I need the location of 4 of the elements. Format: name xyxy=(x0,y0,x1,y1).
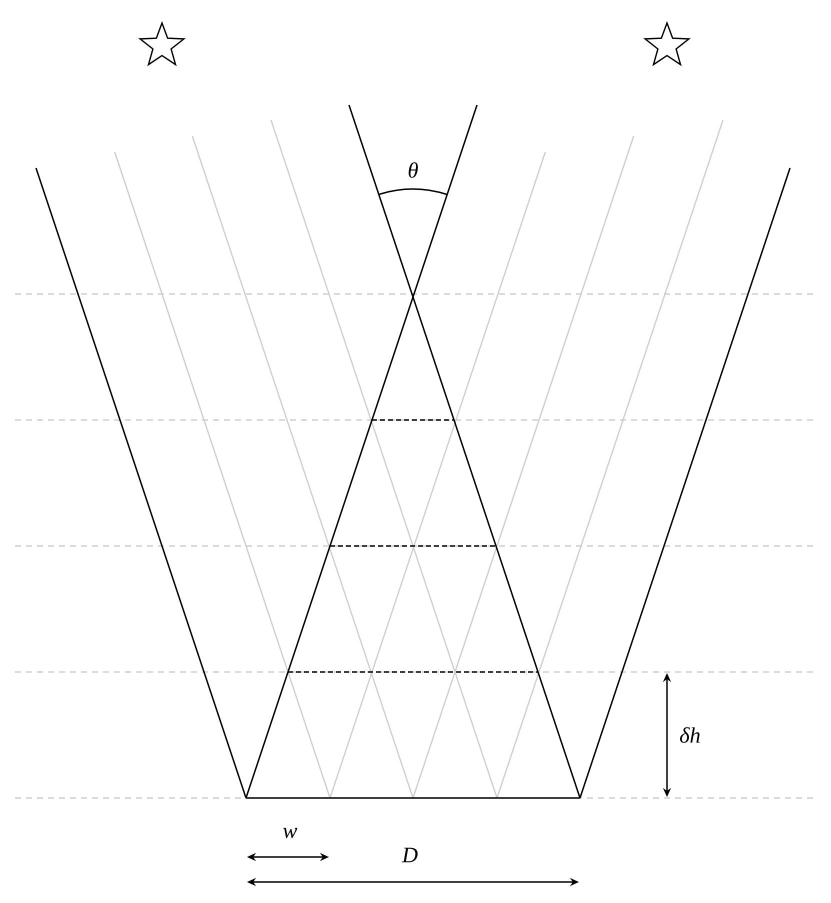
dimension-label: D xyxy=(402,848,418,862)
dimension-label: δh xyxy=(680,727,700,743)
angle-label: θ xyxy=(408,162,418,178)
dimension-label: w xyxy=(283,828,298,838)
